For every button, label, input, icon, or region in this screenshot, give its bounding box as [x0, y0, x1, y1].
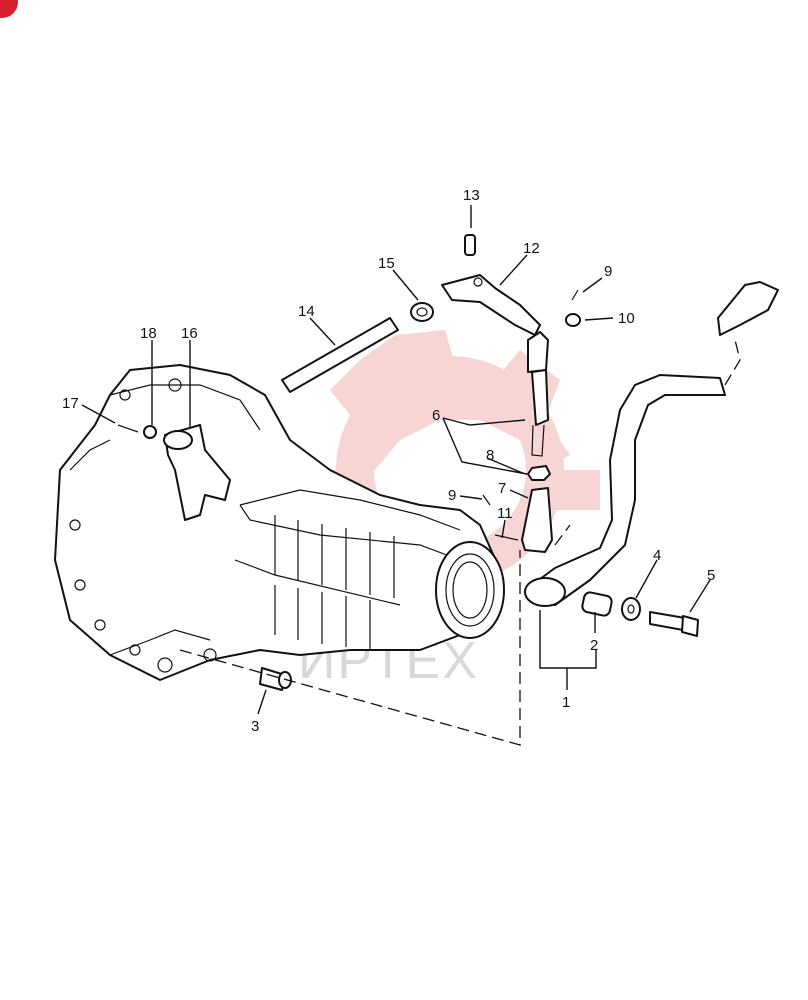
callout-labels: 13 12 15 9 10 14 18 16 17 6 8 9 7 11 4 5…	[62, 187, 715, 735]
nut-part	[527, 465, 551, 481]
callout-16: 16	[181, 325, 198, 342]
callout-15: 15	[378, 255, 395, 272]
clevis-part	[521, 487, 553, 553]
callout-2: 2	[590, 637, 598, 654]
callout-9-upper: 9	[604, 263, 612, 280]
callout-13: 13	[463, 187, 480, 204]
callout-14: 14	[298, 303, 315, 320]
callout-17: 17	[62, 395, 79, 412]
callout-9-lower: 9	[448, 487, 456, 504]
callout-18: 18	[140, 325, 157, 342]
cotter-pin-part	[571, 289, 579, 301]
cotter-pin-lower-part	[482, 494, 491, 506]
bushing-part	[581, 591, 613, 617]
clevis-pin-part	[494, 534, 519, 541]
assembly-guide-line	[179, 550, 521, 746]
seal-ring	[410, 302, 434, 322]
pin-part	[464, 234, 476, 256]
spring-part	[117, 424, 139, 433]
washer-part	[621, 597, 641, 621]
leader-lines	[81, 205, 711, 715]
callout-11: 11	[497, 505, 513, 522]
callout-4: 4	[653, 547, 661, 564]
assembly-guide-line-upper	[554, 524, 571, 546]
callout-6: 6	[432, 407, 440, 424]
corner-badge-icon	[0, 0, 18, 18]
shift-fork	[163, 424, 231, 521]
pedal-pad	[717, 281, 779, 336]
shift-rod	[281, 317, 399, 393]
lever-arm	[441, 274, 541, 336]
callout-1: 1	[562, 694, 570, 711]
adjusting-rod	[527, 331, 549, 457]
pedal-lever	[524, 339, 741, 607]
callout-10: 10	[618, 310, 635, 327]
set-screw-part	[143, 425, 157, 439]
callout-3: 3	[251, 718, 259, 735]
callout-5: 5	[707, 567, 715, 584]
lower-bushing-part	[259, 667, 292, 691]
callout-8: 8	[486, 447, 494, 464]
callout-12: 12	[523, 240, 540, 257]
callout-7: 7	[498, 480, 506, 497]
bolt-part	[649, 611, 699, 637]
small-bolt-part	[565, 313, 581, 327]
